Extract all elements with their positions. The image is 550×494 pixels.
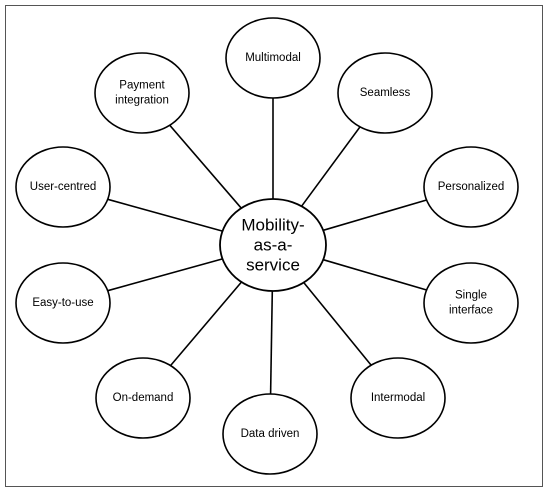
connector-on-demand xyxy=(169,281,243,367)
diagram-frame xyxy=(5,5,543,487)
node-seamless: Seamless xyxy=(337,52,433,134)
node-ellipse-user-centred xyxy=(15,146,111,228)
node-user-centred: User-centred xyxy=(15,146,111,228)
node-label-multimodal-line-1: Multimodal xyxy=(245,52,301,64)
connector-payment-integration xyxy=(169,124,242,209)
node-label-payment-integration-line-2: integration xyxy=(115,95,169,107)
node-personalized: Personalized xyxy=(423,146,519,228)
node-label-easy-to-use-line-1: Easy-to-use xyxy=(32,297,93,309)
node-payment-integration: Payment integration xyxy=(94,52,190,134)
center-label-line-1: Mobility- xyxy=(241,216,304,235)
center-node: Mobility-as-a-service xyxy=(219,198,327,292)
node-ellipse-multimodal xyxy=(225,17,321,99)
node-data-driven: Data driven xyxy=(222,393,318,475)
connector-easy-to-use xyxy=(107,258,223,292)
node-ellipse-data-driven xyxy=(222,393,318,475)
node-label-personalized-line-1: Personalized xyxy=(438,181,504,193)
node-single-interface: Single interface xyxy=(423,262,519,344)
node-on-demand: On-demand xyxy=(95,357,191,439)
node-ellipse-intermodal xyxy=(350,357,446,439)
node-intermodal: Intermodal xyxy=(350,357,446,439)
connector-intermodal xyxy=(303,281,372,366)
node-label-data-driven-line-1: Data driven xyxy=(241,428,300,440)
connector-user-centred xyxy=(107,198,223,232)
node-ellipse-payment-integration xyxy=(94,52,190,134)
node-label-seamless-line-1: Seamless xyxy=(360,87,411,99)
connector-data-driven xyxy=(269,290,274,395)
connector-lines xyxy=(107,98,427,395)
node-multimodal: Multimodal xyxy=(225,17,321,99)
center-label-line-3: service xyxy=(246,256,300,275)
node-easy-to-use: Easy-to-use xyxy=(15,262,111,344)
center-ellipse xyxy=(219,198,327,292)
node-label-single-interface-line-1: Single xyxy=(455,290,487,302)
node-ellipse-single-interface xyxy=(423,262,519,344)
node-label-payment-integration-line-1: Payment xyxy=(119,80,165,92)
node-ellipse-seamless xyxy=(337,52,433,134)
node-label-intermodal-line-1: Intermodal xyxy=(371,392,425,404)
center-label-line-2: as-a- xyxy=(254,236,293,255)
node-label-single-interface-line-2: interface xyxy=(449,305,493,317)
connector-seamless xyxy=(300,126,361,207)
node-label-on-demand-line-1: On-demand xyxy=(113,392,174,404)
connector-single-interface xyxy=(322,258,427,291)
connector-personalized xyxy=(322,199,427,232)
node-label-user-centred-line-1: User-centred xyxy=(30,181,96,193)
node-ellipse-on-demand xyxy=(95,357,191,439)
node-ellipse-easy-to-use xyxy=(15,262,111,344)
node-ellipse-personalized xyxy=(423,146,519,228)
